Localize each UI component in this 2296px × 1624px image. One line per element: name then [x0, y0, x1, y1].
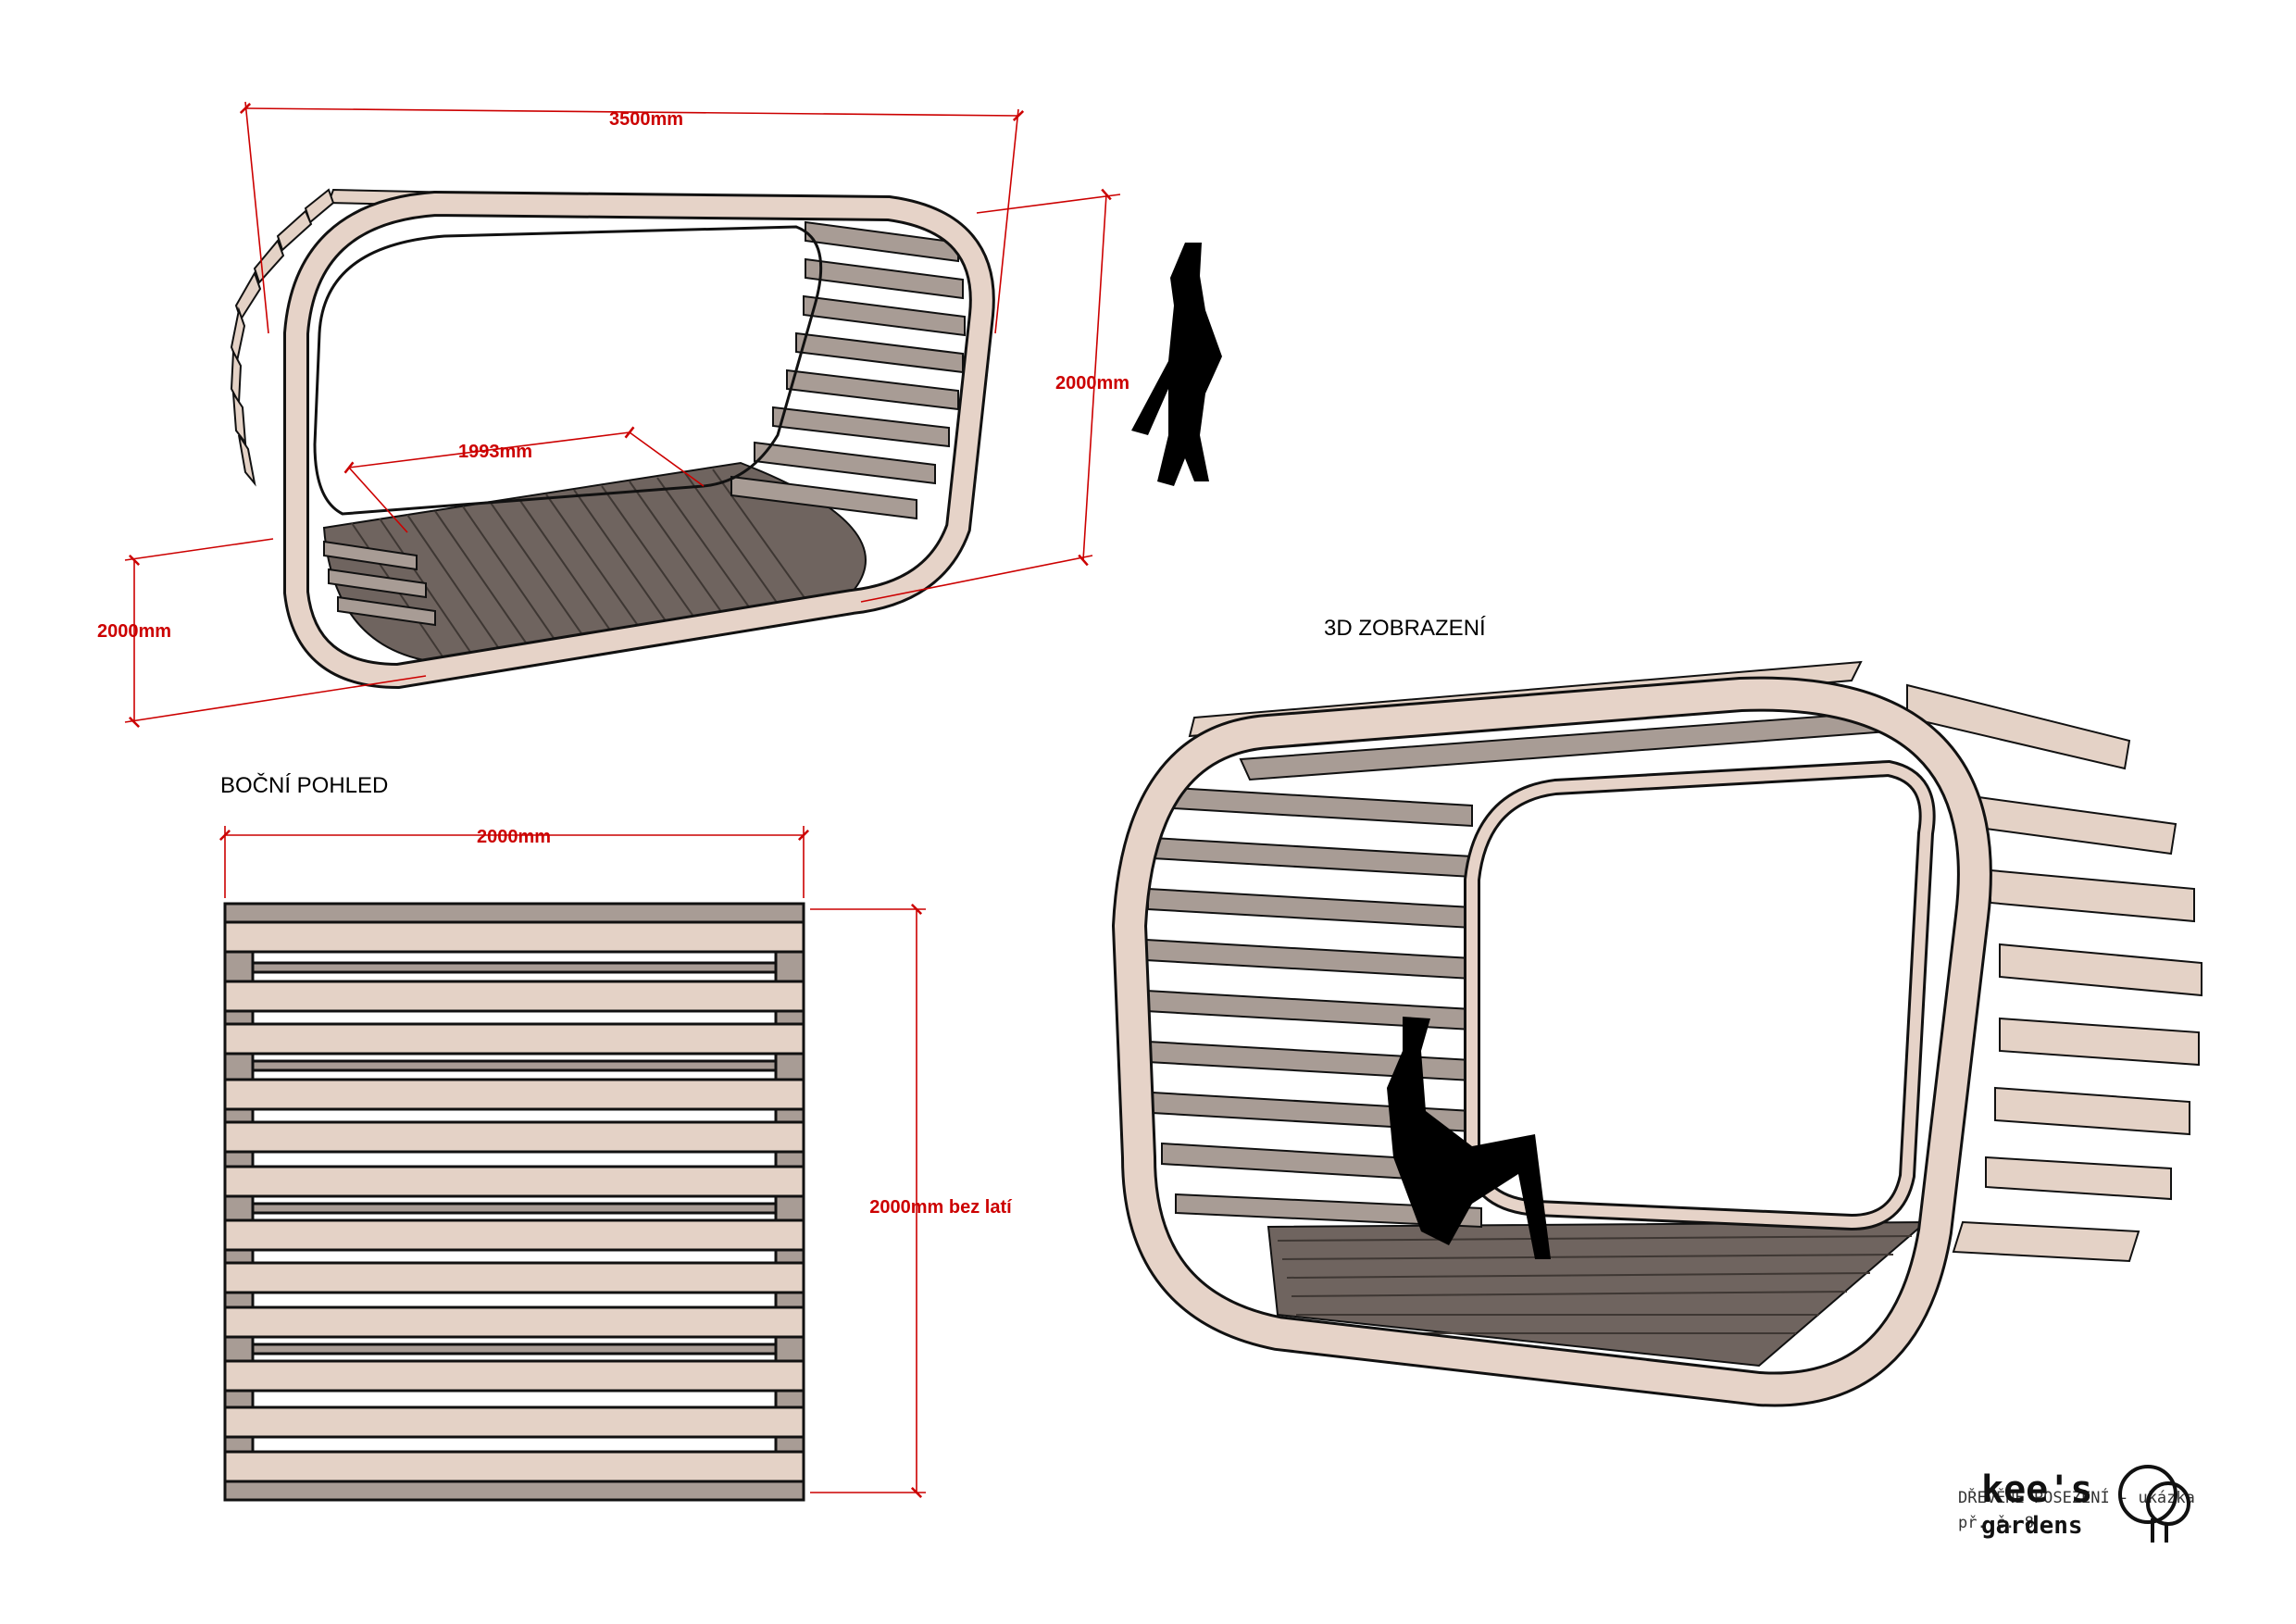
- title-block-line2: př. č. 8: [1958, 1514, 2034, 1532]
- side-view-label: BOČNÍ POHLED: [220, 772, 388, 798]
- dim-top-height: 2000mm: [1055, 373, 1129, 394]
- standing-figure-icon: [1131, 243, 1222, 486]
- tree-logo-icon: [2118, 1465, 2190, 1543]
- side-view: [223, 902, 805, 1502]
- dim-side-height: 2000mm bez latí: [869, 1197, 1013, 1218]
- dimension-lines-top: [124, 101, 1121, 729]
- dim-side-width: 2000mm: [477, 827, 551, 847]
- logo-line1: kee's: [1981, 1468, 2092, 1511]
- dim-top-depth: 2000mm: [97, 621, 171, 642]
- view-3d: [1111, 660, 2202, 1407]
- dim-top-inner: 1993mm: [458, 442, 532, 462]
- logo-line2: gardens: [1981, 1512, 2083, 1540]
- view-3d-label: 3D ZOBRAZENÍ: [1324, 616, 1486, 641]
- title-block-line1: DŘEVĚNÉ POSEZENÍ - ukázka: [1958, 1487, 2195, 1507]
- sitting-figure-icon: [1387, 1017, 1551, 1259]
- dimension-lines-side: [218, 826, 926, 1499]
- iso-view-top-left: [230, 188, 1222, 690]
- dim-top-length: 3500mm: [609, 109, 683, 130]
